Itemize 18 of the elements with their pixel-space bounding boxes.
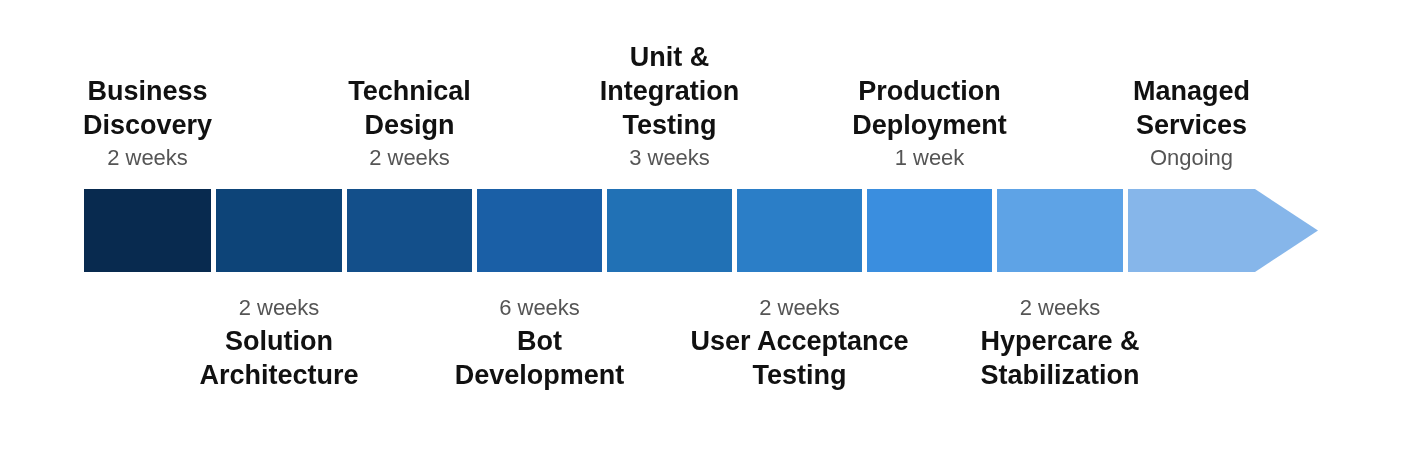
duration-label: 2 weeks [238,294,320,322]
duration-label: 3 weeks [629,144,710,172]
phase-title: User Acceptance Testing [689,325,910,392]
phase-title: Managed Services [1132,75,1251,142]
duration-label: 6 weeks [499,294,580,322]
phase-title: Production Deployment [851,75,1008,142]
phase-title: Hypercare & Stabilization [979,325,1141,392]
phase-title: Bot Development [453,325,626,392]
phase-title: Unit & Integration Testing [598,41,741,142]
phase-title: Solution Architecture [198,325,360,392]
duration-label: Ongoing [1149,144,1234,172]
duration-label: 2 weeks [759,294,840,322]
duration-label: 2 weeks [369,144,450,172]
duration-label: 1 week [894,144,965,172]
duration-label: 2 weeks [1019,294,1101,322]
phase-title: Business Discovery [81,75,214,142]
duration-label: 2 weeks [107,144,188,172]
phase-title: Technical Design [347,75,472,142]
